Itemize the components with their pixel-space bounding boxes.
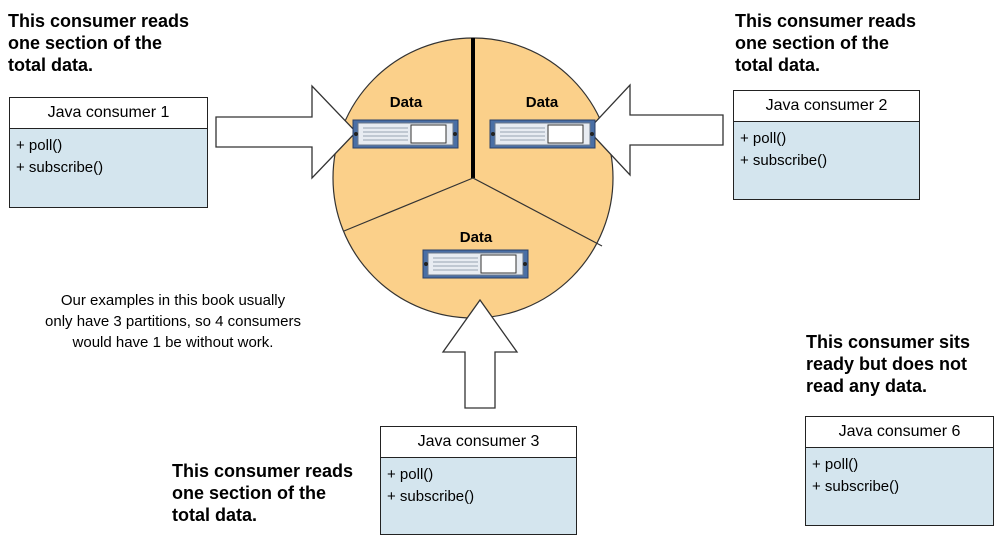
method-poll: + poll()	[16, 137, 63, 154]
callout-consumer6: This consumer sits ready but does not re…	[806, 332, 971, 396]
arrow-consumer2	[587, 83, 724, 177]
server-icon	[422, 249, 529, 279]
server-icon	[352, 119, 459, 149]
consumer-methods: + poll() + subscribe()	[734, 122, 919, 172]
consumer-box-2: Java consumer 2 + poll() + subscribe()	[733, 90, 920, 200]
consumer-methods: + poll() + subscribe()	[381, 458, 576, 508]
method-subscribe: + subscribe()	[812, 478, 900, 495]
partition-label-1: Data	[390, 94, 423, 111]
consumer-methods: + poll() + subscribe()	[806, 448, 993, 498]
arrow-consumer1	[215, 84, 357, 180]
server-icon	[489, 119, 596, 149]
consumer-box-6: Java consumer 6 + poll() + subscribe()	[805, 416, 994, 526]
callout-consumer3: This consumer reads one section of the t…	[172, 461, 354, 525]
callout-consumer1: This consumer reads one section of the t…	[8, 11, 190, 75]
consumer-title: Java consumer 3	[381, 427, 576, 458]
consumer-box-1: Java consumer 1 + poll() + subscribe()	[9, 97, 208, 208]
topic-circle	[332, 37, 614, 319]
consumer-title: Java consumer 1	[10, 98, 207, 129]
arrow-consumer3	[441, 298, 519, 409]
consumer-box-3: Java consumer 3 + poll() + subscribe()	[380, 426, 577, 535]
method-subscribe: + subscribe()	[387, 488, 475, 505]
consumer-title: Java consumer 2	[734, 91, 919, 122]
partition-note: Our examples in this book usually only h…	[45, 292, 301, 351]
partition-label-3: Data	[460, 229, 493, 246]
method-subscribe: + subscribe()	[16, 159, 104, 176]
method-subscribe: + subscribe()	[740, 152, 828, 169]
consumer-methods: + poll() + subscribe()	[10, 129, 207, 179]
partition-divider-left	[343, 177, 474, 232]
method-poll: + poll()	[740, 130, 787, 147]
callout-consumer2: This consumer reads one section of the t…	[735, 11, 917, 75]
consumer-title: Java consumer 6	[806, 417, 993, 448]
partition-label-2: Data	[526, 94, 559, 111]
method-poll: + poll()	[812, 456, 859, 473]
partition-divider-right	[472, 177, 603, 247]
method-poll: + poll()	[387, 466, 434, 483]
